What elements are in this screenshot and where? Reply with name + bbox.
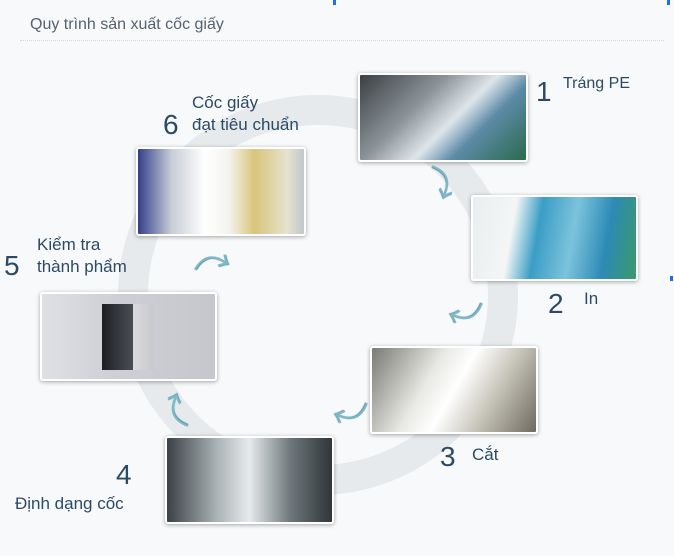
divider <box>20 40 664 41</box>
step-6-label-line1: Cốc giấy <box>192 93 259 112</box>
step-6-number: 6 <box>163 109 179 140</box>
step-5-number: 5 <box>4 250 20 281</box>
step-2-label: In <box>584 289 599 308</box>
step-1-photo-pe-coating <box>358 73 528 162</box>
marker <box>333 0 336 5</box>
step-3-photo-cutting <box>370 346 538 434</box>
step-3-label: Cắt <box>472 445 499 464</box>
step-1-number: 1 <box>536 76 552 107</box>
step-4-label: Định dạng cốc <box>15 494 124 513</box>
page-title: Quy trình sản xuất cốc giấy <box>30 16 224 33</box>
step-2-photo-printing <box>471 195 638 281</box>
step-4-number: 4 <box>116 459 132 490</box>
step-1-label: Tráng PE <box>563 75 630 92</box>
step-5-label-line2: thành phẩm <box>37 257 127 277</box>
step-3-number: 3 <box>440 441 456 472</box>
step-6-label: Cốc giấy đạt tiêu chuẩn <box>192 92 299 136</box>
step-6-label-line2: đạt tiêu chuẩn <box>192 115 299 135</box>
step-4-photo-forming <box>165 436 334 524</box>
step-5-label-line1: Kiểm tra <box>37 235 101 254</box>
marker <box>667 0 670 5</box>
step-6-photo-cups <box>136 147 306 236</box>
step-5-photo-inspection <box>40 292 217 381</box>
step-2-number: 2 <box>548 288 564 319</box>
inspection-machine <box>102 304 154 370</box>
marker <box>670 276 673 281</box>
step-5-label: Kiểm tra thành phẩm <box>37 234 127 278</box>
